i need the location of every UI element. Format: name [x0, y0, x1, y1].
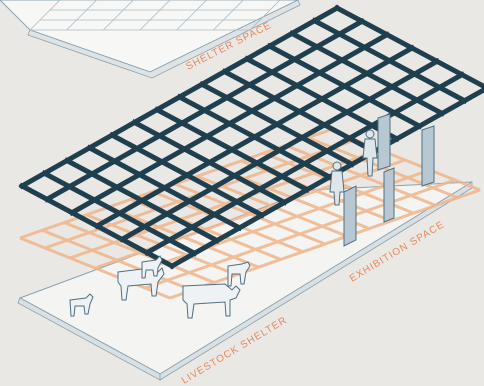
timber-beam [144, 178, 456, 290]
roof-beam [43, 17, 366, 203]
cow-icon [117, 267, 165, 301]
goat-icon [141, 255, 163, 279]
upper-grid-line [139, 0, 171, 31]
roof-beam [18, 4, 341, 190]
roof-beam [68, 31, 391, 217]
timber-beam [169, 188, 481, 300]
upper-grid-line [29, 0, 61, 31]
person-icon [362, 129, 378, 177]
roof-beam [168, 86, 484, 270]
goat-icon [227, 261, 251, 287]
upper-grid-line [176, 0, 207, 31]
screen-panel-icon [343, 113, 435, 247]
goat-icon [69, 293, 94, 317]
roof-grid [18, 4, 484, 270]
upper-grid-line [213, 0, 244, 31]
roof-beam [143, 71, 466, 257]
roof-beam [93, 44, 416, 230]
roof-beam [118, 57, 441, 243]
upper-grid-line [103, 0, 134, 31]
timber-beam [119, 168, 431, 280]
cow-icon [182, 283, 241, 319]
upper-shelter-slab [0, 0, 301, 79]
upper-grid-line [66, 0, 97, 31]
person-icon [329, 161, 345, 206]
upper-grid-line [249, 0, 281, 31]
ground-slab [17, 181, 473, 381]
